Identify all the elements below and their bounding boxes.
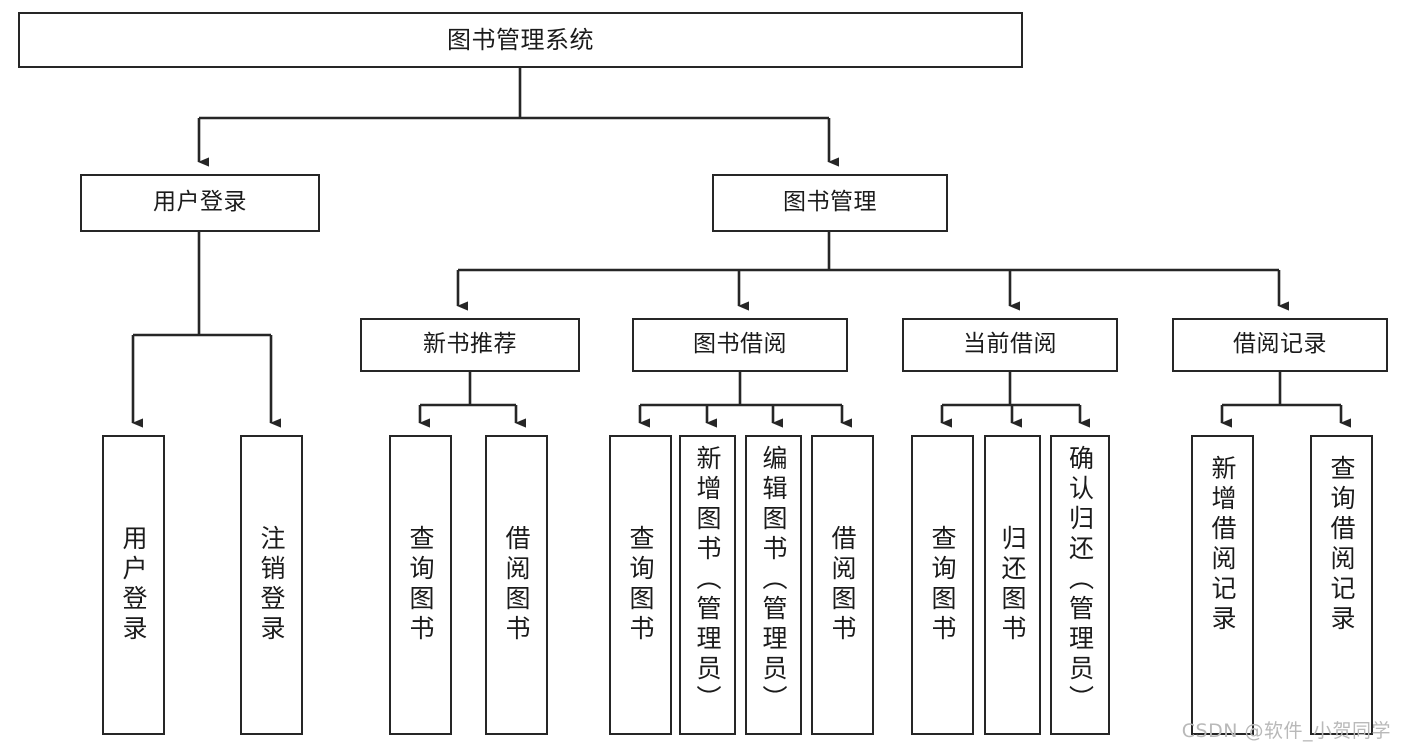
node-label: 查询借阅记录 <box>1327 455 1356 635</box>
leaf-add-book-admin[interactable]: 新增图书（管理员） <box>679 435 736 735</box>
node-label: 借阅图书 <box>828 525 857 645</box>
node-book-borrow[interactable]: 图书借阅 <box>632 318 848 372</box>
leaf-query-book-borrow[interactable]: 查询图书 <box>609 435 672 735</box>
node-label: 图书借阅 <box>693 331 787 358</box>
node-current-borrow[interactable]: 当前借阅 <box>902 318 1118 372</box>
node-root-system[interactable]: 图书管理系统 <box>18 12 1023 68</box>
node-new-book-recommend[interactable]: 新书推荐 <box>360 318 580 372</box>
node-label: 归还图书 <box>998 525 1027 645</box>
node-label: 新增图书（管理员） <box>693 445 722 715</box>
node-label: 用户登录 <box>153 189 247 216</box>
node-label: 当前借阅 <box>963 331 1057 358</box>
node-label: 借阅图书 <box>502 525 531 645</box>
leaf-edit-book-admin[interactable]: 编辑图书（管理员） <box>745 435 802 735</box>
node-label: 注销登录 <box>257 525 286 645</box>
node-label: 用户登录 <box>119 525 148 645</box>
node-label: 查询图书 <box>928 525 957 645</box>
leaf-query-borrow-record[interactable]: 查询借阅记录 <box>1310 435 1373 735</box>
leaf-query-book-recommend[interactable]: 查询图书 <box>389 435 452 735</box>
node-label: 确认归还（管理员） <box>1065 445 1095 715</box>
node-label: 图书管理 <box>783 189 877 216</box>
leaf-add-borrow-record[interactable]: 新增借阅记录 <box>1191 435 1254 735</box>
node-label: 借阅记录 <box>1233 331 1327 358</box>
node-label: 编辑图书（管理员） <box>759 445 788 715</box>
node-user-login[interactable]: 用户登录 <box>80 174 320 232</box>
leaf-confirm-return-admin[interactable]: 确认归还（管理员） <box>1050 435 1110 735</box>
leaf-borrow-book-recommend[interactable]: 借阅图书 <box>485 435 548 735</box>
leaf-logout[interactable]: 注销登录 <box>240 435 303 735</box>
node-label: 查询图书 <box>406 525 435 645</box>
node-borrow-record[interactable]: 借阅记录 <box>1172 318 1388 372</box>
node-label: 新书推荐 <box>423 331 517 358</box>
node-label: 图书管理系统 <box>447 25 594 54</box>
node-label: 新增借阅记录 <box>1208 455 1237 635</box>
leaf-query-book-current[interactable]: 查询图书 <box>911 435 974 735</box>
leaf-return-book[interactable]: 归还图书 <box>984 435 1041 735</box>
node-book-management[interactable]: 图书管理 <box>712 174 948 232</box>
node-label: 查询图书 <box>626 525 655 645</box>
leaf-borrow-book[interactable]: 借阅图书 <box>811 435 874 735</box>
leaf-user-login[interactable]: 用户登录 <box>102 435 165 735</box>
watermark-text: CSDN @软件_小贺同学 <box>1181 720 1391 742</box>
